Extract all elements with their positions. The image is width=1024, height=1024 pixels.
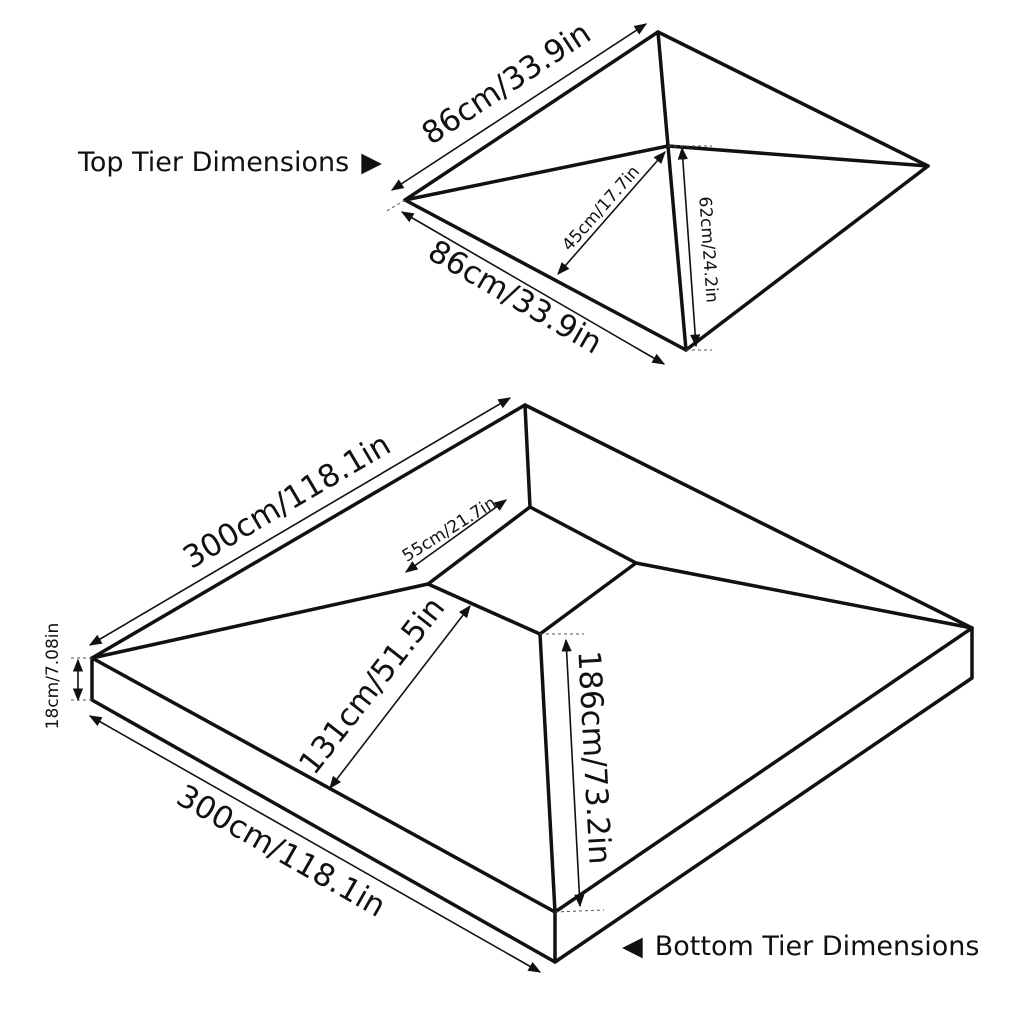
bottom-slant-dimension-line: [329, 604, 471, 790]
right-pointing-triangle-icon: ▶: [361, 147, 382, 178]
bottom-tier-ridge-front: [538, 632, 557, 914]
bottom-diagonal-label: 186cm/73.2in: [570, 650, 617, 866]
top-extension-line: [384, 199, 406, 213]
top-height-label: 62cm/24.2in: [694, 196, 721, 304]
top-tier-ridge-back: [656, 30, 670, 148]
top-tier-ridge-right: [666, 144, 930, 168]
top-slant-label: 45cm/17.7in: [558, 162, 644, 255]
bottom-upper-edge-dimension-line: [88, 397, 512, 646]
bottom-diagonal-dimension-line: [561, 638, 585, 908]
bottom-slant-label: 131cm/51.5in: [292, 590, 452, 781]
left-pointing-triangle-icon: ◀: [622, 931, 643, 962]
bottom-tier-ridge-right: [634, 561, 974, 630]
bottom-tier-caption: ◀ Bottom Tier Dimensions: [622, 931, 979, 962]
top-tier-caption: Top Tier Dimensions ▶: [77, 147, 382, 178]
top-upper-edge-dimension-line: [390, 23, 648, 191]
bottom-tier-drawing: 300cm/118.1in 300cm/118.1in 55cm/21.7in …: [43, 397, 974, 973]
bottom-upper-edge-label: 300cm/118.1in: [177, 427, 397, 577]
bottom-tier-wall-outline: [90, 626, 974, 964]
top-height-dimension-line: [677, 146, 701, 348]
bottom-wall-height-label: 18cm/7.08in: [43, 623, 63, 730]
top-lower-edge-label: 86cm/33.9in: [422, 233, 608, 361]
top-slant-dimension-line: [557, 151, 666, 275]
top-tier-caption-text: Top Tier Dimensions: [77, 147, 349, 178]
bottom-tier-ridge-left: [90, 582, 430, 660]
bottom-tier-caption-text: Bottom Tier Dimensions: [655, 931, 980, 962]
top-lower-edge-dimension-line: [400, 211, 666, 365]
top-tier-drawing: 86cm/33.9in 86cm/33.9in 45cm/17.7in 62cm…: [384, 15, 930, 365]
bottom-extension-line: [554, 909, 605, 913]
bottom-opening-dimension-line: [404, 499, 508, 573]
bottom-opening-label: 55cm/21.7in: [399, 493, 500, 566]
bottom-tier-ridge-back: [523, 403, 532, 509]
bottom-lower-edge-dimension-line: [88, 715, 542, 973]
